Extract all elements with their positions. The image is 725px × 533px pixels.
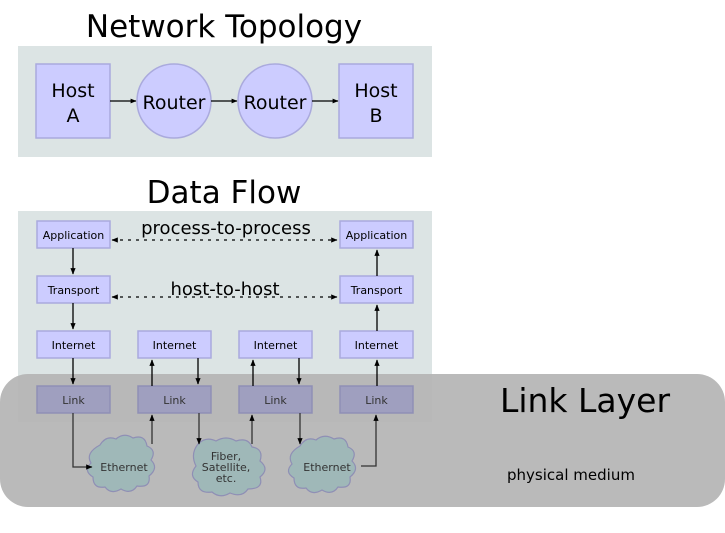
dataflow-title: Data Flow: [147, 175, 302, 211]
cloud-ethernet-2: Ethernet: [287, 435, 357, 494]
layer-application-a: Application: [43, 229, 104, 242]
link-layer-title: Link Layer: [500, 381, 671, 420]
cloud-fiber-label-line2: Satellite,: [202, 461, 251, 474]
node-host-a: Host A: [35, 63, 111, 139]
arrow-ethernet-to-link-b: [361, 414, 379, 467]
stack-host-b: Application Transport Internet Link: [339, 220, 414, 414]
layer-internet-a: Internet: [52, 339, 96, 352]
host-to-host-label: host-to-host: [170, 279, 279, 300]
layer-link-r2: Link: [264, 394, 287, 407]
process-to-process-label: process-to-process: [141, 218, 311, 239]
stack-router-2: Internet Link: [238, 330, 313, 414]
arrow-link-a-to-ethernet: [72, 413, 93, 470]
layer-link-a: Link: [62, 394, 85, 407]
cloud-fiber-label-line1: Fiber,: [211, 450, 241, 463]
host-b-label-line1: Host: [354, 80, 397, 102]
node-host-b: Host B: [338, 63, 414, 139]
layer-internet-r1: Internet: [153, 339, 197, 352]
node-router-2: Router: [237, 63, 313, 139]
router-2-label: Router: [244, 92, 307, 114]
router-1-label: Router: [143, 92, 206, 114]
topology-title: Network Topology: [86, 9, 362, 45]
cloud-fiber-label-line3: etc.: [216, 472, 237, 485]
cloud-ethernet-1-label: Ethernet: [100, 461, 148, 474]
layer-internet-r2: Internet: [254, 339, 298, 352]
host-b-label-line2: B: [369, 105, 382, 127]
stack-host-a: Application Transport Internet Link: [36, 220, 111, 414]
layer-link-b: Link: [365, 394, 388, 407]
flow-arrows: [70, 248, 380, 386]
layer-link-r1: Link: [163, 394, 186, 407]
cloud-ethernet-2-label: Ethernet: [303, 461, 351, 474]
node-router-1: Router: [136, 63, 212, 139]
layer-application-b: Application: [346, 229, 407, 242]
physical-medium-label: physical medium: [507, 466, 635, 484]
layer-transport-b: Transport: [350, 284, 403, 297]
host-a-label-line1: Host: [51, 80, 94, 102]
cloud-fiber-satellite: Fiber, Satellite, etc.: [191, 437, 266, 497]
stack-router-1: Internet Link: [137, 330, 212, 414]
host-a-label-line2: A: [67, 105, 80, 127]
medium-arrows: [72, 413, 379, 470]
layer-transport-a: Transport: [47, 284, 100, 297]
cloud-ethernet-1: Ethernet: [86, 434, 156, 493]
layer-internet-b: Internet: [355, 339, 399, 352]
